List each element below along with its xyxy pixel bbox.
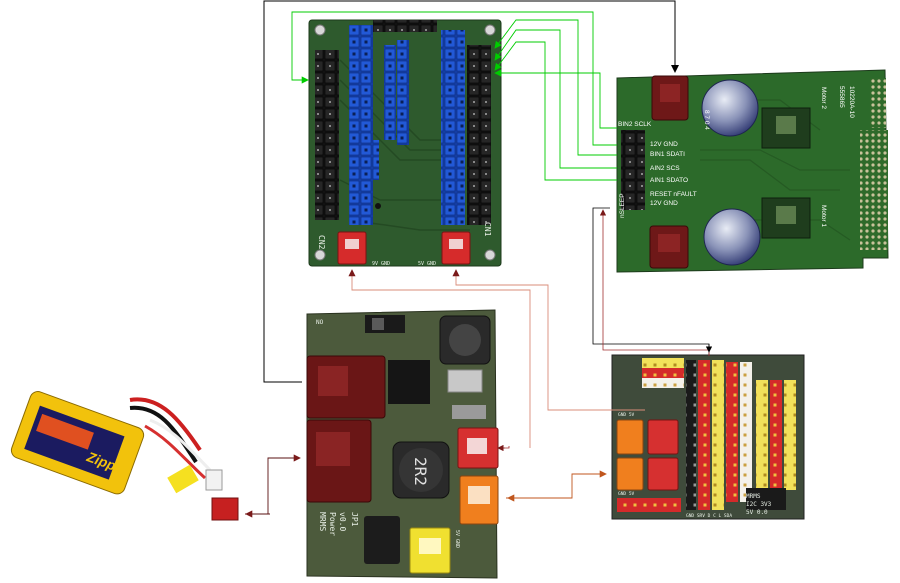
battery-main-plug: [211, 497, 239, 521]
top-header: [373, 20, 437, 32]
cn1-header: [467, 45, 491, 225]
driver-header: [621, 130, 645, 210]
driver-pin-label-3: AIN1 SDATO: [650, 177, 688, 184]
servo-bottom-label: GND SRV D C L SDA: [686, 513, 732, 519]
wire-battery-to-power: [245, 454, 301, 515]
jp-label: JP1: [350, 512, 359, 527]
wire-power-to-driver: [263, 0, 679, 383]
motor1-label: Motor 1: [820, 205, 827, 227]
motor-driver-board: BIN2 SCLK 12V GND BIN1 SDATI AIN2 SCS AI…: [616, 69, 889, 273]
servo-name-1: I2C 3V3: [746, 501, 772, 508]
power-name-1: Power: [328, 512, 337, 536]
capacitor-smd: [447, 369, 483, 393]
driver-pin-label-2: AIN2 SCS: [650, 165, 680, 172]
proto-area: [860, 130, 888, 250]
pwr-right-label: 5V GND: [418, 261, 436, 267]
servo-power-connector: [616, 457, 644, 491]
power-switch: [365, 315, 405, 333]
driver-pin-label-0: 12V GND: [650, 141, 678, 148]
power-chip-bottom: [364, 516, 400, 564]
servo-name-0: MRMS: [746, 493, 761, 500]
blue-header-right: [441, 30, 465, 225]
driver-pin-label-1: BIN1 SDATI: [650, 151, 685, 158]
sleep-label: nSLEEP: [619, 193, 626, 218]
blue-header-left: [349, 25, 373, 225]
motor2-label: Motor 2: [820, 87, 827, 109]
driver-id-line2: 555865: [838, 86, 845, 108]
servo-left-label-1: GND 5V: [618, 491, 635, 497]
driver-marks: 8 7 0 4: [703, 110, 710, 130]
power-name-0: MRMS: [318, 512, 327, 531]
power-name-2: v0.0: [338, 512, 347, 531]
regulator-chip: [388, 360, 430, 404]
bin2-label: BIN2 SCLK: [618, 121, 652, 128]
wire-logic-power: [348, 269, 645, 448]
capacitor-bottom: [703, 208, 761, 266]
switch-label: NO: [316, 319, 324, 326]
servo-name-2: 5V 0.0: [746, 509, 768, 516]
driver-id-line1: 10220A-10: [848, 86, 855, 118]
inductor-label: 2R2: [411, 457, 430, 486]
power-board: NO 2R2 MRMS Power v0.0 JP1 5V GND: [306, 309, 499, 579]
driver-pin-label-5: 12V GND: [650, 200, 678, 207]
cn1-label: CN1: [483, 222, 492, 237]
battery-warning-tag: [167, 464, 199, 494]
servo-left-label-0: GND 5V: [618, 412, 635, 418]
servo-board: MRMS I2C 3V3 5V 0.0 GND SRV D C L SDA GN…: [611, 354, 805, 520]
servo-chip: [746, 488, 786, 510]
top-board: CN2 CN1 9V GND 5V GND: [308, 19, 502, 267]
servo-pwr-column: [698, 360, 710, 510]
wire-control-signals: [291, 11, 617, 181]
servo-gnd-column: [686, 360, 696, 510]
lipo-battery: Zippy: [10, 391, 239, 521]
servo-sig-column: [712, 360, 724, 510]
cn2-header: [315, 50, 339, 220]
capacitor-top: [701, 79, 759, 137]
wire-servo-power: [506, 470, 607, 499]
driver-pin-label-4: RESET nFAULT: [650, 191, 697, 198]
power-conn-label-0: 5V GND: [454, 530, 460, 548]
balance-plug: [205, 469, 223, 491]
pwr-left-label: 9V GND: [372, 261, 390, 267]
cn2-label: CN2: [317, 235, 326, 250]
